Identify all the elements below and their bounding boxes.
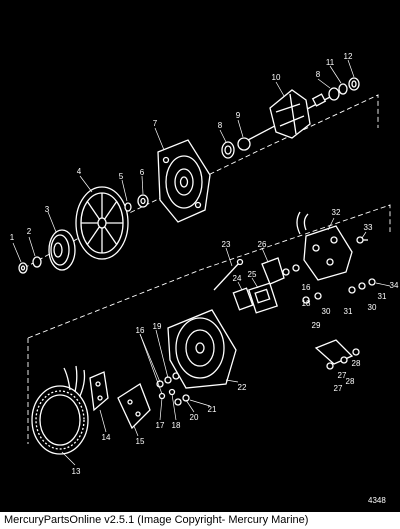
callout-21: 21 xyxy=(208,405,217,414)
part-bearing-rear xyxy=(328,87,340,101)
callout-30-right: 30 xyxy=(368,303,377,312)
part-capacitor xyxy=(261,257,285,285)
part-rectifier-bridge xyxy=(117,383,151,430)
callout-16-left: 16 xyxy=(136,326,145,335)
callout-7: 7 xyxy=(153,119,158,128)
callout-10: 10 xyxy=(272,73,281,82)
part-drive-end-frame xyxy=(157,139,211,223)
callout-30-left: 30 xyxy=(322,307,331,316)
callout-27-bottom: 27 xyxy=(334,384,343,393)
part-stator xyxy=(31,365,89,455)
document-number: 4348 xyxy=(368,496,386,505)
callout-20: 20 xyxy=(190,413,199,422)
callout-28-bottom: 28 xyxy=(346,377,355,386)
callout-11: 11 xyxy=(326,58,335,67)
part-fan xyxy=(75,186,129,260)
part-slip-ring-end-frame xyxy=(167,309,237,389)
callout-25: 25 xyxy=(248,270,257,279)
callout-9: 9 xyxy=(236,111,241,120)
assembly-line-lower xyxy=(27,204,391,444)
part-diode-trio xyxy=(89,371,109,412)
part-bearing-front xyxy=(221,141,235,159)
part-rear-cover xyxy=(296,211,353,281)
callout-28-right: 28 xyxy=(352,359,361,368)
callout-29: 29 xyxy=(312,321,321,330)
part-terminal-screw xyxy=(356,236,368,244)
leader-lines xyxy=(12,59,391,466)
callout-1: 1 xyxy=(10,233,15,242)
callout-26: 26 xyxy=(258,240,267,249)
callout-4: 4 xyxy=(77,167,82,176)
part-collar xyxy=(137,194,149,208)
callout-5: 5 xyxy=(119,172,124,181)
callout-18-right: 18 xyxy=(302,299,311,308)
callout-8-rear: 8 xyxy=(316,70,321,79)
callout-19: 19 xyxy=(153,322,162,331)
callout-23: 23 xyxy=(222,240,231,249)
callout-32: 32 xyxy=(332,208,341,217)
callout-13: 13 xyxy=(72,467,81,476)
callout-31-left: 31 xyxy=(344,307,353,316)
callout-6: 6 xyxy=(140,168,145,177)
exploded-view-diagram: 1 2 3 4 5 6 7 8 8 9 10 11 12 13 14 15 16… xyxy=(10,52,399,476)
part-collar-rear xyxy=(338,83,348,95)
copyright-footer: MercuryPartsOnline v2.5.1 (Image Copyrig… xyxy=(0,512,400,529)
part-rotor xyxy=(247,89,333,141)
callout-2: 2 xyxy=(27,227,32,236)
callout-8-front: 8 xyxy=(218,121,223,130)
callout-24: 24 xyxy=(233,274,242,283)
part-nut xyxy=(18,262,28,274)
callout-22: 22 xyxy=(238,383,247,392)
callout-34: 34 xyxy=(390,281,399,290)
callout-18-left: 18 xyxy=(172,421,181,430)
part-through-bolt xyxy=(213,258,244,291)
callout-16-right: 16 xyxy=(302,283,311,292)
callout-27-right: 27 xyxy=(338,371,347,380)
part-small-hardware-set xyxy=(156,372,190,406)
callout-33: 33 xyxy=(364,223,373,232)
part-retainer-plate xyxy=(237,137,251,151)
callout-31-right: 31 xyxy=(378,292,387,301)
callout-3: 3 xyxy=(45,205,50,214)
callout-15: 15 xyxy=(136,437,145,446)
part-washer xyxy=(32,256,42,268)
callout-14: 14 xyxy=(102,433,111,442)
part-pulley xyxy=(48,229,76,271)
part-brush-holder xyxy=(232,287,254,311)
callout-17: 17 xyxy=(156,421,165,430)
part-spacer xyxy=(124,202,132,212)
part-regulator xyxy=(248,282,278,314)
part-terminal-strap xyxy=(314,339,360,370)
part-ring xyxy=(348,77,360,91)
callout-labels: 1 2 3 4 5 6 7 8 8 9 10 11 12 13 14 15 16… xyxy=(10,52,399,476)
callout-12: 12 xyxy=(344,52,353,61)
part-terminal-hardware xyxy=(282,264,376,304)
